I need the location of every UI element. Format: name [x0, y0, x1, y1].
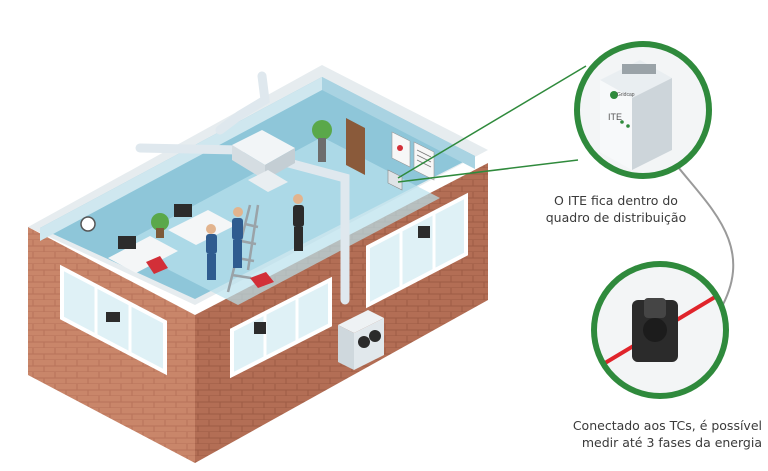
- caption-tc-line-2: medir até 3 fases da energia: [581, 435, 762, 450]
- caption-tc-line-1: Conectado aos TCs, é possível: [572, 418, 762, 433]
- poster: [391, 131, 411, 168]
- window-right-2: [366, 192, 468, 309]
- distribution-panel: [387, 169, 403, 191]
- caption-ite-line-1: O ITE fica dentro do: [554, 193, 678, 208]
- device-label: ITE: [608, 112, 622, 122]
- device-brand: Gridcap: [617, 92, 635, 98]
- office-desk-2: [168, 204, 236, 245]
- door: [346, 118, 365, 175]
- outdoor-ac-unit: [338, 310, 384, 370]
- window-left: [60, 264, 167, 376]
- plant-1: [151, 213, 169, 238]
- caption-tc-connection: Conectado aos TCs, é possível medir até …: [548, 417, 762, 451]
- office-desk-1: [108, 236, 178, 274]
- wall-clock-icon: [80, 216, 96, 232]
- plant-2: [312, 120, 332, 162]
- technician-2: [232, 207, 243, 268]
- caption-ite-location: O ITE fica dentro do quadro de distribui…: [536, 192, 696, 226]
- hvac-unit: [232, 130, 295, 192]
- manager: [293, 194, 304, 251]
- ite-device-zoom: ITE Gridcap: [574, 41, 712, 179]
- toolbox: [250, 272, 274, 288]
- caption-ite-line-2: quadro de distribuição: [545, 210, 687, 225]
- air-duct: [135, 71, 350, 305]
- window-right-1: [230, 276, 332, 379]
- whiteboard: [413, 141, 435, 181]
- current-transformer-zoom: [591, 261, 729, 399]
- pointer-lines: [397, 65, 587, 183]
- technician-1: [206, 224, 217, 280]
